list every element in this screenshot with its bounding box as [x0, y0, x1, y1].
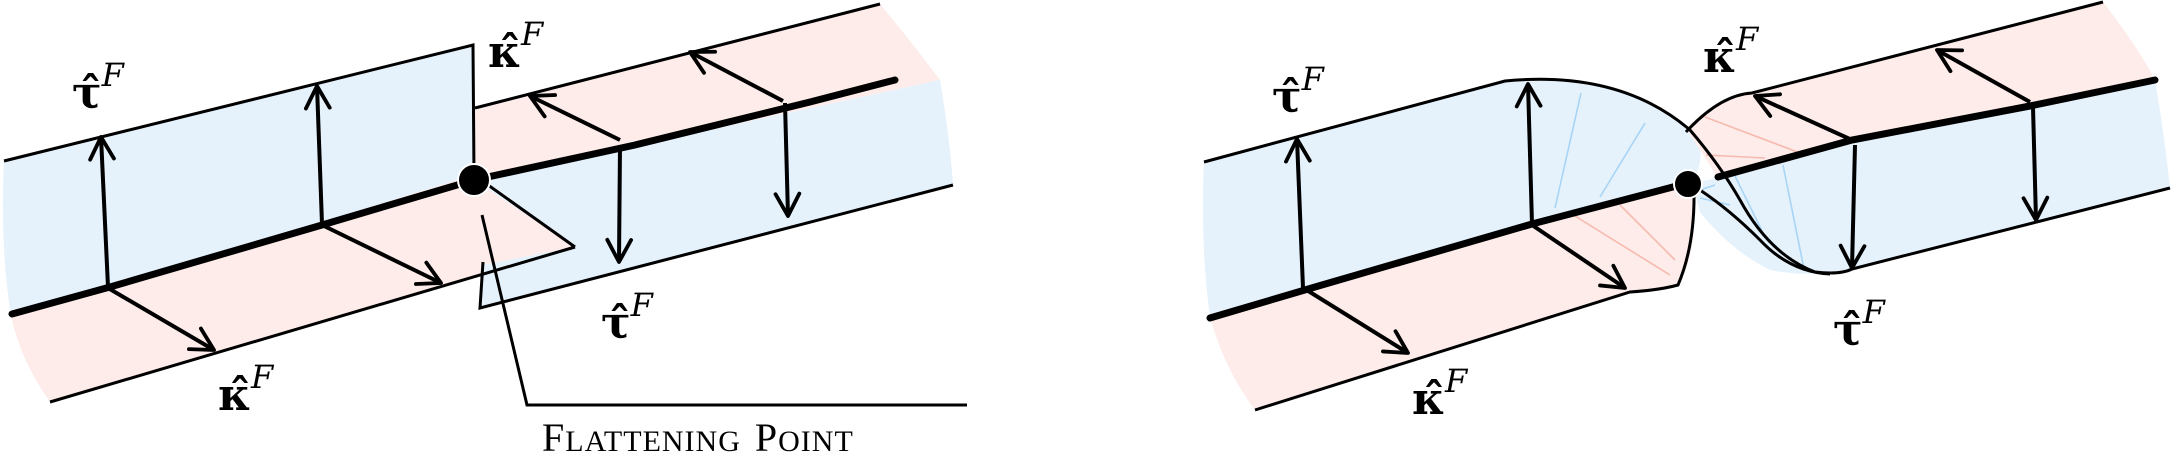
right-right-normal-fill	[1686, 2, 2155, 178]
left-binormal-plane-edge	[3, 43, 476, 176]
left-normal-plane-fill	[10, 175, 575, 402]
kappa-arrow-2	[321, 223, 443, 286]
right-space-curve-2	[1714, 76, 2159, 181]
tau-arrow-r3	[1838, 144, 1867, 270]
right-twist-edge	[1699, 188, 1831, 276]
label-kappa-top-right-r: κ̂F	[1703, 20, 1760, 83]
label-kappa-bottom-left-r: κ̂F	[1412, 362, 1469, 425]
kappa-arrow-1	[106, 286, 216, 352]
tau-arrow-1	[88, 135, 116, 288]
right-space-curve	[1206, 179, 1692, 322]
flattening-point-marker	[457, 163, 491, 197]
left-binormal-plane-fill	[2, 45, 474, 310]
kappa-arrow-r2	[1530, 223, 1627, 290]
label-tau-top-left: τ̂F	[72, 56, 126, 119]
right-panel: τ̂F κ̂F κ̂F τ̂F	[1202, 0, 2171, 425]
right-left-binormal-fill	[1202, 79, 1701, 318]
tau-arrow-3	[605, 144, 634, 264]
right-normal-plane-edge	[474, 2, 881, 110]
tau-arrow-4	[773, 102, 802, 218]
flattening-point-marker-right	[1673, 169, 1703, 199]
label-tau-top-left-r: τ̂F	[1272, 60, 1326, 123]
left-normal-plane-edge	[49, 245, 576, 404]
right-left-lower-edge	[1254, 184, 1696, 412]
ruling-lines	[1554, 92, 1805, 276]
tau-arrow-r2	[1514, 82, 1543, 225]
tau-arrow-r4	[2021, 106, 2050, 222]
kappa-arrow-r3	[1753, 92, 1853, 142]
callout-leader-line	[480, 214, 967, 407]
kappa-arrow-3	[528, 93, 621, 142]
right-right-binormal-fill	[1692, 80, 2170, 274]
right-binormal-plane-fill-left	[474, 80, 953, 308]
right-normal-plane-fill-left	[474, 4, 940, 175]
right-binormal-plane-edge	[478, 183, 954, 310]
label-kappa-bottom-left: κ̂F	[218, 358, 275, 421]
kappa-arrow-r4	[1935, 48, 2031, 104]
right-left-normal-fill	[1211, 183, 1695, 410]
kappa-arrow-r1	[1303, 287, 1410, 355]
label-tau-bottom-right-r: τ̂F	[1833, 293, 1887, 356]
tau-arrow-2	[303, 84, 332, 225]
right-right-upper-edge	[1684, 0, 2104, 134]
tau-arrow-r1	[1284, 137, 1312, 289]
fold-edge	[473, 173, 576, 249]
label-kappa-top-right: κ̂F	[488, 15, 545, 78]
kappa-arrow-4	[688, 49, 784, 103]
label-tau-bottom-right: τ̂F	[601, 286, 655, 349]
